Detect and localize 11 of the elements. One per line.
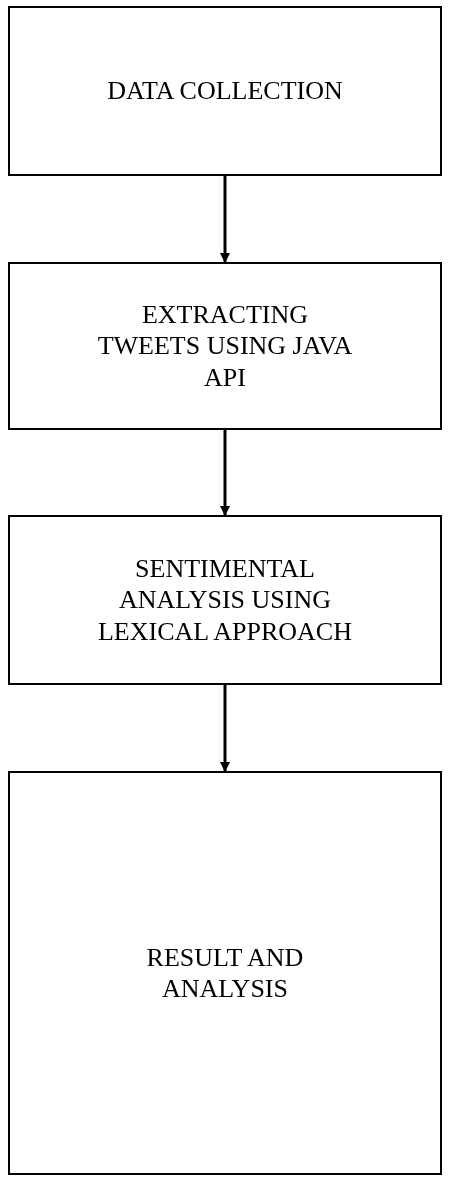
arrow bbox=[220, 685, 230, 772]
process-box bbox=[8, 515, 442, 685]
box-label: EXTRACTING TWEETS USING JAVA API bbox=[96, 299, 354, 393]
arrow bbox=[220, 430, 230, 516]
process-box bbox=[8, 262, 442, 430]
box-label: DATA COLLECTION bbox=[106, 75, 344, 107]
arrow bbox=[220, 176, 230, 263]
process-box bbox=[8, 6, 442, 176]
process-box bbox=[8, 771, 442, 1175]
box-label: RESULT AND ANALYSIS bbox=[145, 941, 305, 1005]
box-label: SENTIMENTAL ANALYSIS USING LEXICAL APPROACH bbox=[97, 553, 353, 647]
